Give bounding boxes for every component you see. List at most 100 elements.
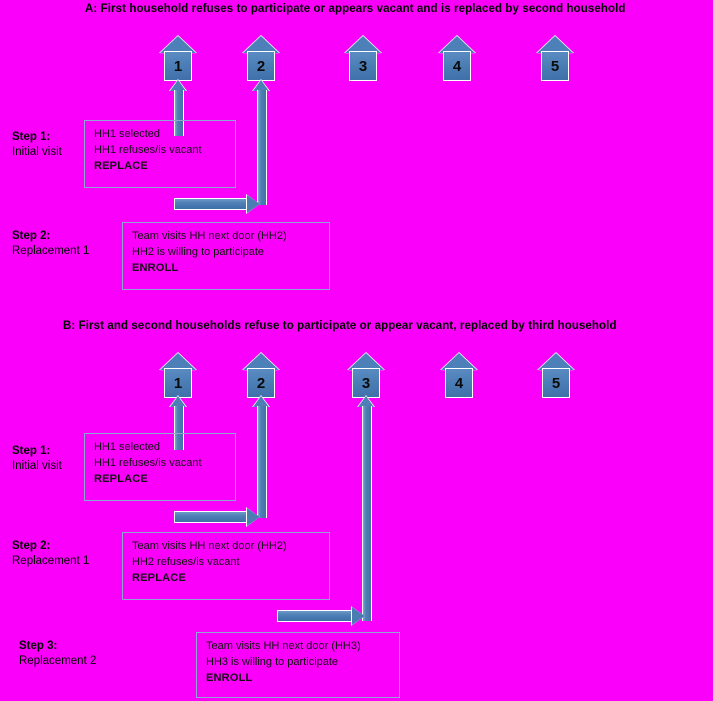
house-body-icon: 4 (443, 51, 471, 81)
house-roof-icon (441, 353, 477, 370)
arrow-head-icon (170, 396, 186, 407)
panel-a-house-3: 3 (344, 35, 382, 82)
step-subtitle: Replacement 2 (19, 655, 97, 667)
house-roof-icon (243, 353, 279, 370)
panel-a-arrow-to-house-1 (169, 79, 187, 136)
step-title: Step 2: (12, 230, 51, 242)
panel-b-house-4: 4 (440, 352, 478, 399)
textbox-line: HH2 is willing to participate (132, 246, 265, 258)
arrow-head-icon (247, 195, 260, 213)
panel-b-arrow-to-house-2 (252, 395, 270, 518)
textbox-line: HH1 refuses/is vacant (94, 144, 202, 156)
panel-a-arrow-to-house-2 (252, 79, 270, 205)
house-number: 5 (551, 374, 561, 392)
panel-a-step-1-textbox: HH1 selected HH1 refuses/is vacant REPLA… (84, 120, 236, 188)
textbox-line: HH1 selected (94, 128, 161, 140)
arrow-shaft (257, 90, 267, 205)
house-body-icon: 3 (349, 51, 377, 81)
house-body-icon: 5 (541, 51, 569, 81)
textbox-line: Team visits HH next door (HH2) (132, 540, 287, 552)
panel-a-house-4: 4 (438, 35, 476, 82)
panel-a-step-2-label: Step 2: Replacement 1 (12, 229, 89, 259)
house-number: 5 (550, 57, 560, 75)
house-body-icon: 5 (542, 368, 570, 398)
panel-b-step-3-label: Step 3: Replacement 2 (19, 639, 96, 669)
panel-b-step-1-textbox: HH1 selected HH1 refuses/is vacant REPLA… (84, 433, 236, 501)
textbox-line-emphasis: REPLACE (94, 160, 148, 172)
textbox-line: HH3 is willing to participate (206, 656, 339, 668)
house-roof-icon (538, 353, 574, 370)
house-body-icon: 1 (164, 368, 192, 398)
step-title: Step 2: (12, 540, 51, 552)
panel-b-arrow-to-house-1 (169, 395, 187, 450)
panel-a-step-2-textbox: Team visits HH next door (HH2) HH2 is wi… (122, 222, 330, 290)
arrow-head-icon (247, 508, 260, 526)
panel-b-step-1-label: Step 1: Initial visit (12, 444, 62, 474)
house-number: 3 (358, 57, 368, 75)
house-body-icon: 1 (164, 51, 192, 81)
arrow-head-icon (358, 396, 374, 407)
panel-b-step-2-textbox: Team visits HH next door (HH2) HH2 refus… (122, 532, 330, 600)
house-number: 2 (256, 57, 266, 75)
textbox-line-emphasis: ENROLL (132, 262, 179, 274)
house-number: 2 (256, 374, 266, 392)
textbox-line-emphasis: ENROLL (206, 672, 253, 684)
panel-a-house-5: 5 (536, 35, 574, 82)
step-subtitle: Initial visit (12, 460, 62, 472)
house-body-icon: 3 (352, 368, 380, 398)
step-subtitle: Replacement 1 (12, 555, 90, 567)
step-subtitle: Initial visit (12, 146, 62, 158)
house-roof-icon (537, 36, 573, 53)
step-subtitle: Replacement 1 (12, 245, 90, 257)
panel-a-title: A: First household refuses to participat… (85, 3, 626, 15)
house-roof-icon (439, 36, 475, 53)
step-title: Step 1: (12, 131, 51, 143)
house-roof-icon (160, 353, 196, 370)
house-number: 1 (173, 57, 183, 75)
textbox-line: HH1 selected (94, 441, 161, 453)
textbox-line: Team visits HH next door (HH3) (206, 640, 361, 652)
house-roof-icon (345, 36, 381, 53)
arrow-shaft (362, 406, 372, 621)
panel-a-house-1: 1 (159, 35, 197, 82)
arrow-shaft (174, 406, 184, 450)
house-number: 3 (361, 374, 371, 392)
panel-b-step-2-label: Step 2: Replacement 1 (12, 539, 89, 569)
arrow-shaft (257, 406, 267, 518)
house-roof-icon (160, 36, 196, 53)
step-title: Step 1: (12, 445, 51, 457)
arrow-shaft (174, 511, 248, 523)
panel-b-title: B: First and second households refuse to… (63, 320, 617, 332)
textbox-line-emphasis: REPLACE (94, 473, 148, 485)
house-number: 1 (173, 374, 183, 392)
panel-a-arrow-step1-to-step2 (174, 194, 260, 214)
step-title: Step 3: (19, 640, 58, 652)
panel-b-arrow-to-house-3 (357, 395, 375, 621)
textbox-line-emphasis: REPLACE (132, 572, 186, 584)
house-number: 4 (454, 374, 464, 392)
house-body-icon: 2 (247, 51, 275, 81)
arrow-head-icon (170, 80, 186, 91)
house-roof-icon (243, 36, 279, 53)
arrow-shaft (174, 90, 184, 136)
panel-b-house-5: 5 (537, 352, 575, 399)
arrow-head-icon (253, 80, 269, 91)
panel-b-house-2: 2 (242, 352, 280, 399)
panel-b-house-1: 1 (159, 352, 197, 399)
textbox-line: Team visits HH next door (HH2) (132, 230, 287, 242)
panel-b-arrow-step1-to-step2 (174, 507, 260, 527)
panel-b-arrow-step2-to-step3 (277, 606, 365, 626)
arrow-head-icon (352, 607, 365, 625)
house-roof-icon (348, 353, 384, 370)
arrow-shaft (174, 198, 248, 210)
panel-b-step-3-textbox: Team visits HH next door (HH3) HH3 is wi… (196, 632, 400, 698)
house-number: 4 (452, 57, 462, 75)
arrow-shaft (277, 610, 353, 622)
textbox-line: HH2 refuses/is vacant (132, 556, 240, 568)
house-body-icon: 2 (247, 368, 275, 398)
textbox-line: HH1 refuses/is vacant (94, 457, 202, 469)
house-body-icon: 4 (445, 368, 473, 398)
panel-a-house-2: 2 (242, 35, 280, 82)
panel-b-house-3: 3 (347, 352, 385, 399)
